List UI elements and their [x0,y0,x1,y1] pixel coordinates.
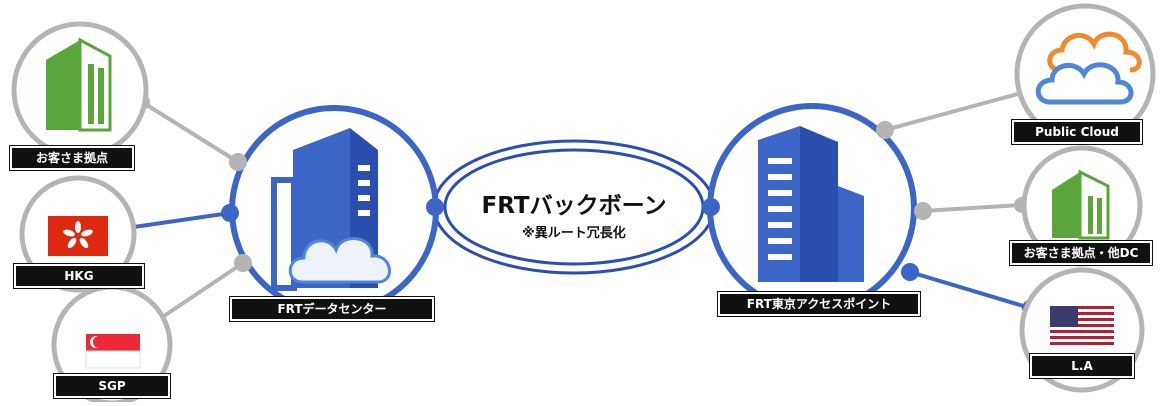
connection-lines [126,90,1031,322]
tokyo-building-icon [758,126,864,282]
public-cloud-label: Public Cloud [1012,120,1142,144]
dot-dc-customer [229,153,247,171]
usa-flag-icon [1050,306,1114,346]
link-la-to-ap [909,270,1031,310]
customer-other-dc-label: お客さま拠点・他DC [1010,241,1152,265]
customer-site-label: お客さま拠点 [10,146,134,170]
tokyo-ap-hub [707,103,917,313]
sgp-label: SGP [54,374,170,398]
dot-dc-hkg [221,204,239,222]
backbone-title: FRTバックボーン [481,193,667,219]
dot-ap-customer [914,202,932,220]
dot-ap-backbone [702,198,720,216]
building-icon [1052,169,1110,240]
dot-dc-backbone [426,198,444,216]
link-customer-to-dc [140,100,240,164]
hong-kong-flag-icon [48,216,108,256]
backbone-subtitle: ※異ルート冗長化 [522,226,626,241]
node-customer-other-dc [1021,145,1143,267]
dot-ap-la [901,263,919,281]
datacenter-label: FRTデータセンター [230,297,434,321]
singapore-flag-icon [85,334,141,369]
datacenter-hub [229,105,439,315]
link-customer-dc-to-ap [922,203,1023,213]
link-hkg-to-dc [126,211,231,230]
link-cloud-to-ap [884,90,1026,132]
node-hkg [19,175,137,293]
link-sgp-to-dc [156,261,245,322]
tokyo-ap-label: FRT東京アクセスポイント [718,292,920,316]
dot-ap-cloud [876,121,894,139]
datacenter-cloud-icon [288,237,391,284]
la-label: L.A [1030,354,1134,378]
cloud-icon [1035,31,1142,105]
building-icon [46,37,112,132]
backbone-ring [432,139,716,275]
hkg-label: HKG [14,264,144,288]
node-customer-site [11,21,149,159]
dot-dc-sgp [234,254,252,272]
node-public-cloud [1014,3,1156,145]
